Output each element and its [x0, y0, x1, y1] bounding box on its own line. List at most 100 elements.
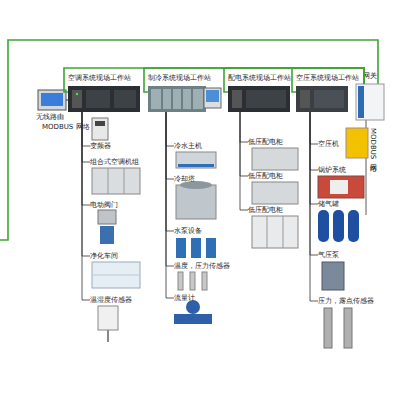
wire-link	[82, 112, 90, 256]
cabinet-image	[252, 216, 298, 248]
device-node: 变频器	[90, 142, 111, 150]
device-node: 低压配电柜	[248, 206, 283, 214]
pump-image	[191, 238, 201, 258]
network-label: MODBUS网络	[369, 128, 377, 159]
device-node: 低压配电柜	[248, 172, 283, 180]
flowmeter-pipe	[174, 314, 212, 324]
wire-link	[310, 112, 318, 170]
plc-rack	[68, 86, 140, 112]
sensor-image	[190, 272, 195, 290]
device-label: 冷却塔	[174, 175, 195, 183]
inverter-screen	[95, 121, 105, 126]
boiler-image	[318, 176, 364, 198]
gateway-strip	[358, 86, 364, 118]
cabinet-panel	[267, 216, 268, 248]
device-label: 低压配电柜	[248, 206, 283, 214]
device-label: 储气罐	[318, 200, 339, 208]
cleanroom-line	[92, 275, 140, 276]
ahu-panel	[124, 168, 125, 194]
plc-module	[86, 90, 110, 108]
pump-image	[176, 238, 186, 258]
network-link	[144, 68, 364, 92]
plc-rack	[148, 86, 206, 112]
gateway-node: 网关	[356, 84, 384, 120]
chiller-image	[176, 152, 216, 168]
valve-actuator	[98, 210, 116, 224]
wire-link	[240, 112, 248, 176]
tank-image	[348, 210, 359, 242]
tank-image	[333, 210, 344, 242]
sensor-image	[178, 272, 183, 290]
gateway-label: 网关	[363, 72, 377, 80]
device-label: 水泵设备	[174, 227, 202, 235]
inverter-image	[92, 118, 108, 140]
device-label: 组合式空调机组	[90, 158, 139, 166]
wire-link	[310, 112, 318, 301]
boiler-panel	[330, 180, 348, 194]
device-label: 净化车间	[90, 252, 118, 260]
device-label: 流量计	[174, 294, 195, 302]
workstation-box: 空调系统现场工作站	[68, 86, 140, 112]
panel-screen	[206, 90, 219, 102]
station-title: 空压系统现场工作站	[296, 74, 359, 82]
valve-body	[100, 226, 114, 244]
plc-module	[314, 90, 344, 108]
device-node: 低压配电柜	[248, 138, 283, 146]
wire-link	[310, 112, 318, 255]
network-label: MODBUS 网络	[42, 123, 90, 131]
workstation-box: 配电系统现场工作站	[228, 86, 290, 112]
wire-link	[166, 112, 174, 298]
device-label: 空压机	[318, 140, 339, 148]
station-title: 配电系统现场工作站	[228, 74, 291, 82]
station-title: 空调系统现场工作站	[68, 74, 131, 82]
cabinet-image	[252, 182, 298, 204]
wire-link	[166, 112, 174, 231]
touch-panel	[38, 90, 66, 110]
workstation-box: 制冷系统现场工作站	[148, 86, 206, 112]
workstation-box: 空压系统现场工作站	[296, 86, 348, 112]
device-label: 气压泵	[318, 251, 339, 259]
chiller-pipe	[178, 164, 214, 167]
device-label: 变频器	[90, 142, 111, 150]
network-link	[292, 68, 364, 92]
network-link	[64, 68, 364, 92]
device-label: 电动阀门	[90, 201, 118, 209]
wire-link	[240, 112, 248, 142]
plc-module	[114, 90, 136, 108]
device-label: 低压配电柜	[248, 172, 283, 180]
panel-screen	[41, 93, 63, 106]
sensor-image	[324, 308, 332, 348]
device-label: 锅炉系统	[318, 166, 346, 174]
device-label: 压力，露点传感器	[318, 297, 374, 305]
plc-module	[163, 89, 171, 109]
network-link	[224, 68, 364, 92]
network-label: 无线路由	[36, 113, 64, 121]
pump-image	[322, 262, 344, 290]
device-label: 冷水主机	[174, 142, 202, 150]
cooling-tower-image	[176, 185, 216, 219]
device-node: 净化车间	[90, 252, 118, 260]
plc-module	[151, 89, 161, 109]
plc-rack	[228, 86, 290, 112]
device-node: 储气罐	[318, 200, 339, 208]
sensor-image	[344, 308, 352, 348]
device-node: 温湿度传感器	[90, 296, 132, 304]
station-title: 制冷系统现场工作站	[148, 74, 211, 82]
sensor-probe	[107, 330, 109, 342]
flowmeter-head	[186, 300, 200, 314]
device-label: 温湿度传感器	[90, 296, 132, 304]
device-label: 温度，压力传感器	[174, 262, 230, 270]
device-node: 空压机	[318, 140, 339, 148]
plc-module	[232, 90, 242, 108]
plc-module	[183, 89, 191, 109]
wire-link	[240, 112, 248, 210]
plc-module	[72, 90, 82, 108]
ahu-panel	[108, 168, 109, 194]
wire-link	[166, 112, 174, 266]
wire-link	[82, 112, 90, 162]
gateway-box	[356, 84, 384, 120]
plc-rack	[296, 86, 348, 112]
